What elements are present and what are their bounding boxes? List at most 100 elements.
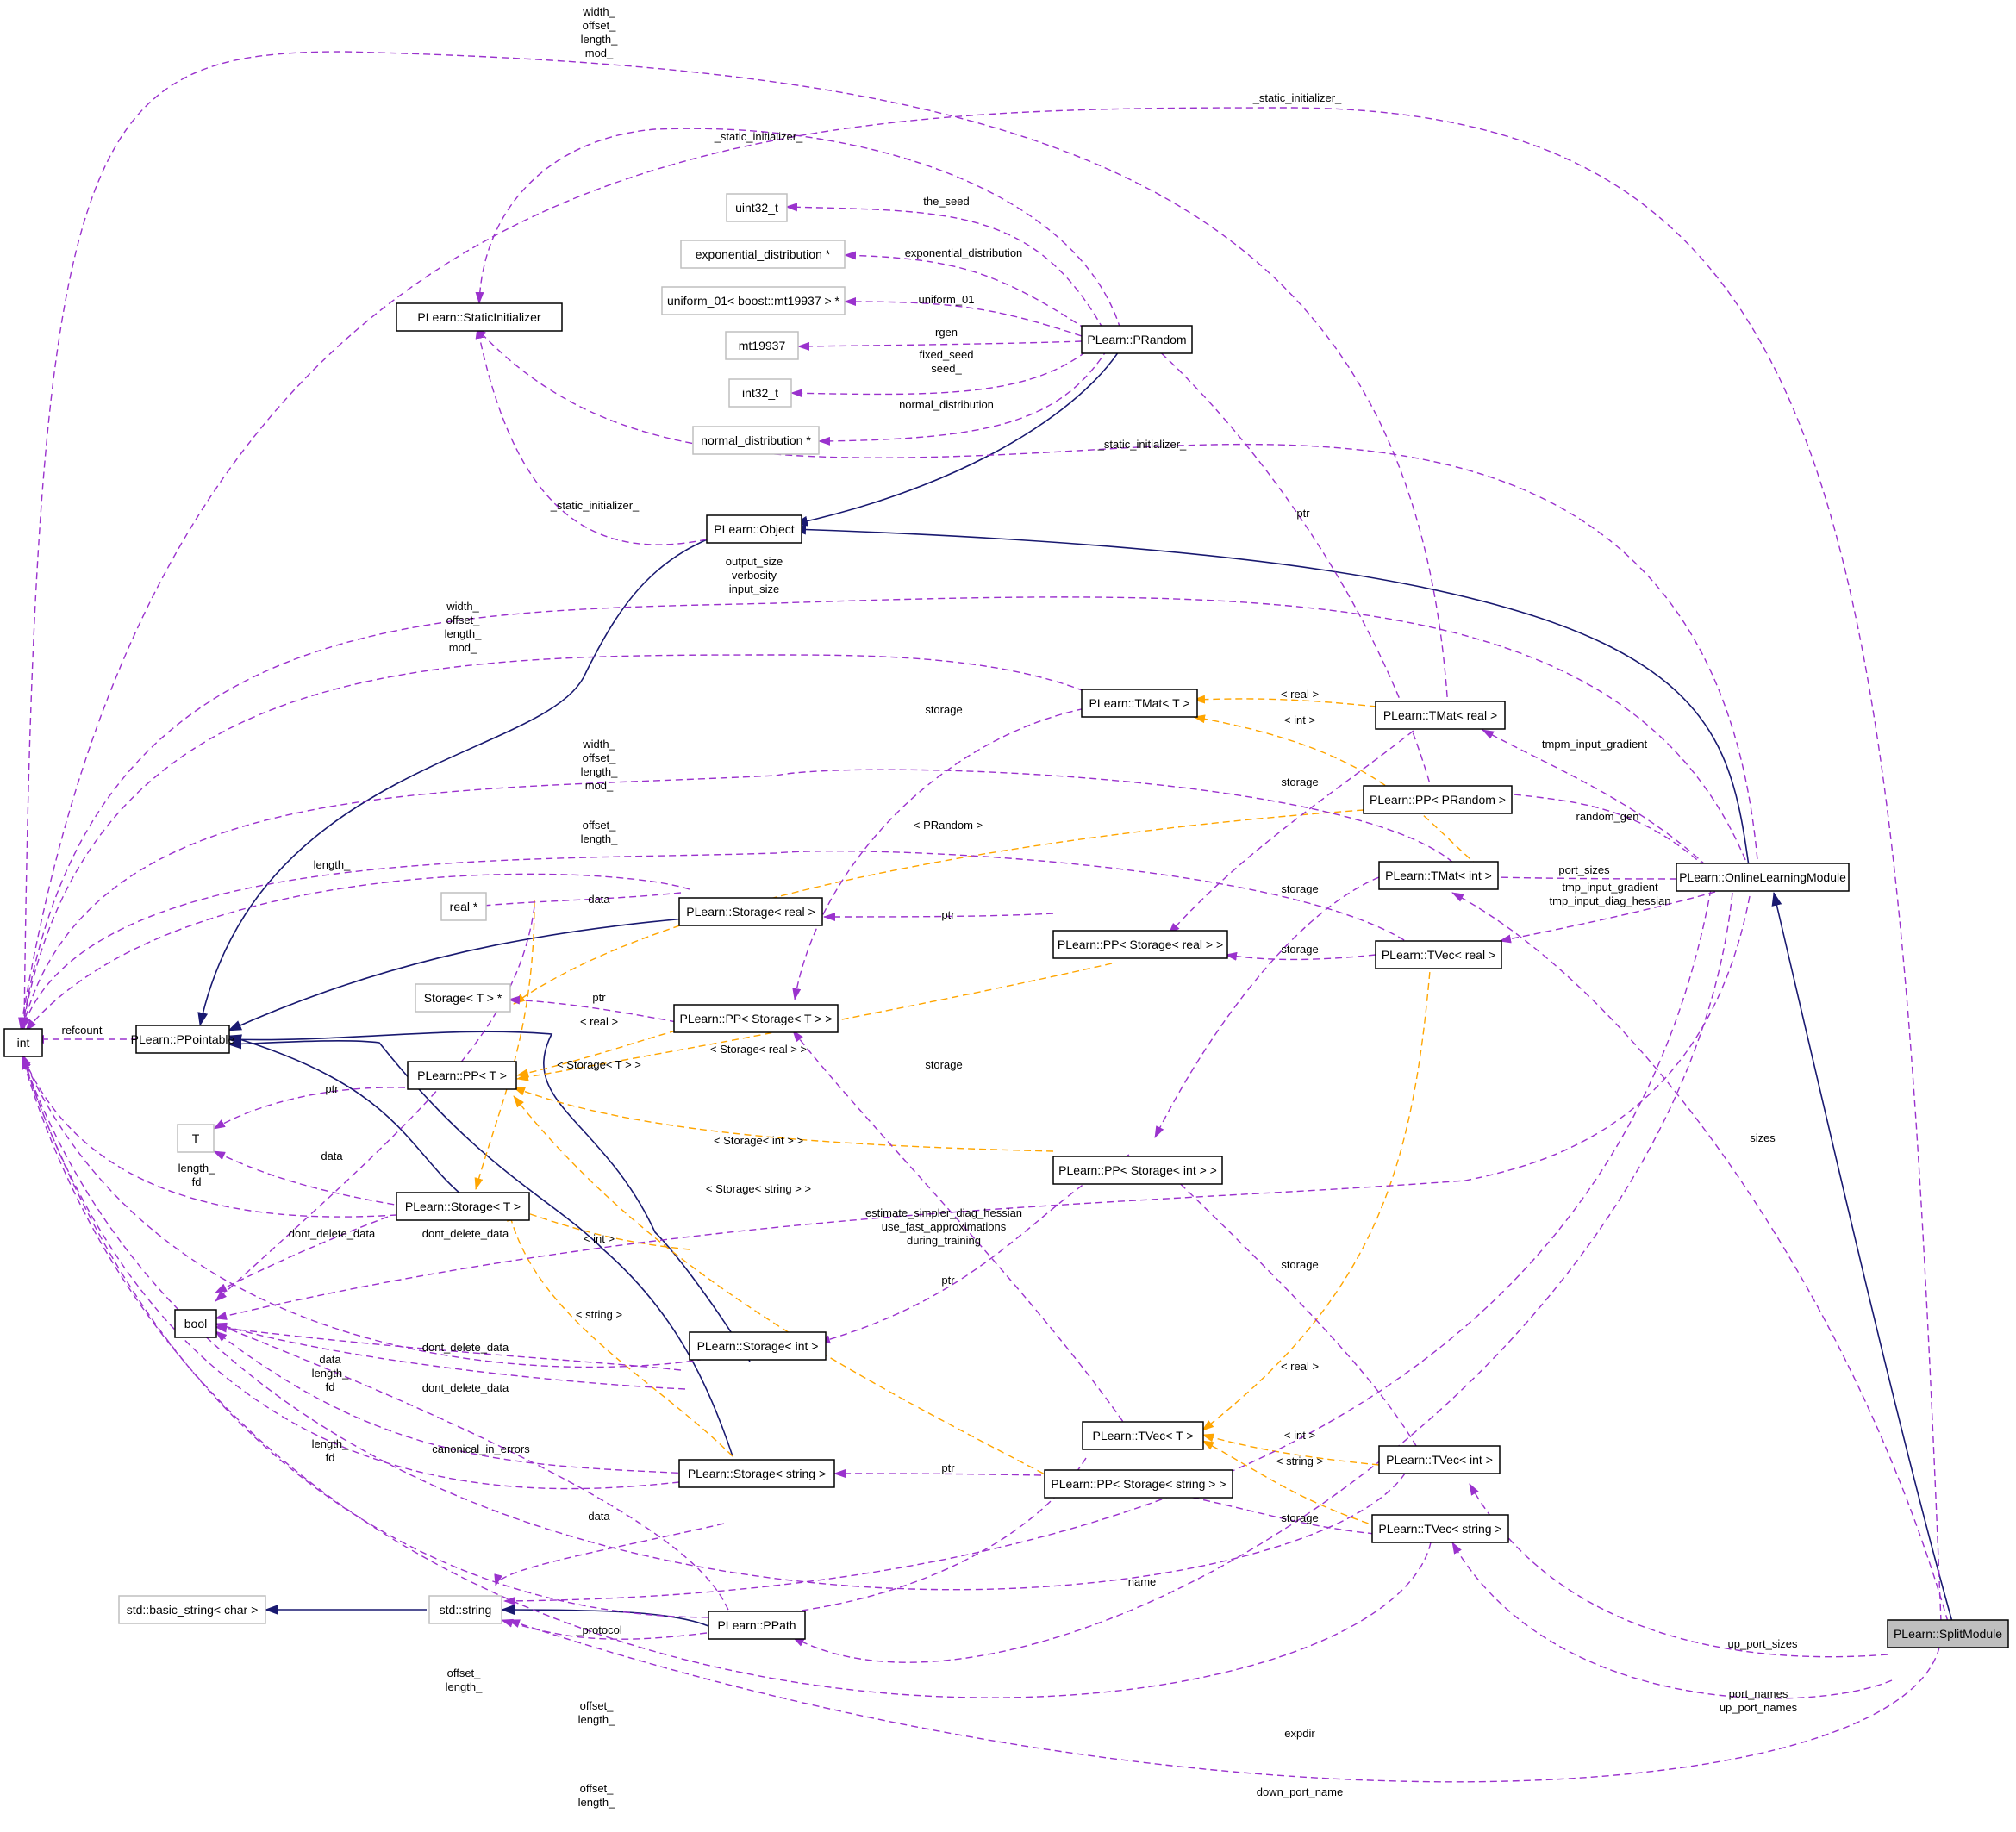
edge-label-line: _protocol [575,1623,622,1636]
edge-label-line: _static_initializer_ [550,499,640,512]
edge-label-line: up_port_sizes [1728,1637,1798,1650]
node-uniform[interactable]: uniform_01< boost::mt19937 > * [661,286,846,315]
edge-label: dont_delete_data [422,1341,509,1354]
node-bool[interactable]: bool [174,1309,217,1338]
node-tvecstring[interactable]: PLearn::TVec< string > [1371,1514,1509,1543]
node-object[interactable]: PLearn::Object [706,514,802,544]
edge-label: sizes [1750,1131,1776,1144]
edge-label-line: verbosity [732,569,777,582]
svg-text:T: T [192,1131,200,1145]
edge-label-line: length_ [312,1367,349,1380]
edge-label-line: data [319,1353,341,1366]
node-ppstorageT[interactable]: PLearn::PP< Storage< T > > [673,1004,839,1033]
node-staticinit[interactable]: PLearn::StaticInitializer [396,302,563,332]
node-expdist[interactable]: exponential_distribution * [680,240,846,269]
edge-label-line: < Storage< string > > [706,1182,811,1195]
svg-text:PLearn::PRandom: PLearn::PRandom [1087,333,1186,346]
node-tvecreal[interactable]: PLearn::TVec< real > [1375,940,1502,969]
node-ppstorageint[interactable]: PLearn::PP< Storage< int > > [1052,1156,1223,1185]
edge-label-line: < int > [584,1232,615,1245]
edge-label: tmpm_input_gradient [1542,738,1648,751]
node-mt19937[interactable]: mt19937 [725,331,799,360]
edge-label-line: < PRandom > [914,819,983,832]
svg-text:PLearn::PP< Storage< T > >: PLearn::PP< Storage< T > > [680,1012,833,1025]
edge-label: _protocol [575,1623,622,1636]
svg-text:PLearn::Storage< real >: PLearn::Storage< real > [686,905,815,919]
node-tmatT[interactable]: PLearn::TMat< T > [1081,689,1198,718]
edge-label-line: width_ [582,5,615,18]
node-uint32[interactable]: uint32_t [726,193,788,222]
edge-label-line: exponential_distribution [905,246,1023,259]
edge-label-line: expdir [1284,1727,1315,1740]
edge-label-line: offset_ [583,19,617,32]
edge-label: < string > [1276,1455,1323,1467]
node-ppT[interactable]: PLearn::PP< T > [407,1061,517,1090]
node-split[interactable]: PLearn::SplitModule [1887,1619,2009,1648]
node-storageTptr[interactable]: Storage< T > * [415,983,511,1013]
edge-label: ptr [941,1461,955,1474]
edge-label-line: storage [1281,882,1318,895]
node-normdist[interactable]: normal_distribution * [692,426,820,455]
svg-text:real *: real * [450,900,478,913]
edge-label-line: mod_ [449,641,477,654]
svg-text:std::basic_string< char >: std::basic_string< char > [127,1603,259,1617]
svg-text:PLearn::PP< PRandom >: PLearn::PP< PRandom > [1370,793,1506,807]
svg-text:PLearn::TVec< T >: PLearn::TVec< T > [1092,1429,1193,1443]
edge-label-line: during_training [907,1234,981,1247]
edge-labels: width_offset_length_mod_ _static_initial… [62,5,1798,1809]
edge-label: down_port_name [1257,1785,1343,1798]
edge-label-line: fd [326,1451,335,1464]
svg-text:int32_t: int32_t [742,386,778,400]
edge-label: ptr [941,1274,955,1287]
node-int[interactable]: int [3,1028,43,1057]
node-ppointable[interactable]: PLearn::PPointable [131,1025,235,1054]
svg-text:uniform_01< boost::mt19937 > *: uniform_01< boost::mt19937 > * [667,294,840,308]
node-storagereal[interactable]: PLearn::Storage< real > [678,897,823,926]
edge-label: < Storage< real > > [710,1043,807,1056]
node-realptr[interactable]: real * [440,892,487,921]
edge-label-line: name [1128,1575,1157,1588]
edge-label-line: width_ [582,738,615,751]
node-prandom[interactable]: PLearn::PRandom [1081,325,1193,354]
svg-text:PLearn::TVec< real >: PLearn::TVec< real > [1382,948,1495,962]
node-tmatint[interactable]: PLearn::TMat< int > [1378,861,1499,890]
node-tvecint[interactable]: PLearn::TVec< int > [1378,1445,1501,1474]
node-tmatreal[interactable]: PLearn::TMat< real > [1375,701,1506,730]
edge-label-line: uniform_01 [918,293,974,306]
node-storagestring[interactable]: PLearn::Storage< string > [678,1459,835,1488]
edge-label-line: fixed_seed [920,348,974,361]
edge-label: length_ [314,858,351,871]
edge-label-line: fd [192,1175,202,1188]
node-int32[interactable]: int32_t [728,378,792,408]
node-ppath[interactable]: PLearn::PPath [708,1611,806,1640]
edges [18,51,1953,1783]
node-tvecT[interactable]: PLearn::TVec< T > [1082,1421,1204,1450]
edge-label-line: < Storage< T > > [557,1058,641,1071]
edge-label-line: offset_ [583,751,617,764]
edge-label-line: length_ [314,858,351,871]
node-basicstring[interactable]: std::basic_string< char > [118,1595,266,1624]
node-storageint[interactable]: PLearn::Storage< int > [689,1331,827,1361]
edge-label: width_offset_length_mod_ [581,5,618,59]
edge-label-line: < real > [1281,688,1319,701]
edge-label: < string > [576,1308,622,1321]
svg-text:PLearn::PPath: PLearn::PPath [717,1618,796,1632]
edge-label-line: sizes [1750,1131,1776,1144]
node-T[interactable]: T [177,1124,215,1153]
edge-label-line: storage [1281,1511,1318,1524]
edge-label: expdir [1284,1727,1315,1740]
edge-label-line: length_ [581,765,618,778]
node-stdstring[interactable]: std::string [428,1595,502,1624]
edge-label: up_port_sizes [1728,1637,1798,1650]
node-ppprandom[interactable]: PLearn::PP< PRandom > [1363,785,1513,814]
node-ppstoragereal[interactable]: PLearn::PP< Storage< real > > [1052,930,1228,959]
node-ppstoragestring[interactable]: PLearn::PP< Storage< string > > [1044,1469,1233,1499]
edge-label: dont_delete_data [289,1227,376,1240]
edge-label-line: offset_ [580,1782,615,1795]
edge-label-line: < string > [576,1308,622,1321]
node-olm[interactable]: PLearn::OnlineLearningModule [1676,863,1850,892]
edge-label-line: length_ [178,1162,215,1175]
edge-label-line: width_ [446,600,479,613]
edge-label-line: data [588,1510,610,1523]
node-storageT[interactable]: PLearn::Storage< T > [396,1192,530,1221]
